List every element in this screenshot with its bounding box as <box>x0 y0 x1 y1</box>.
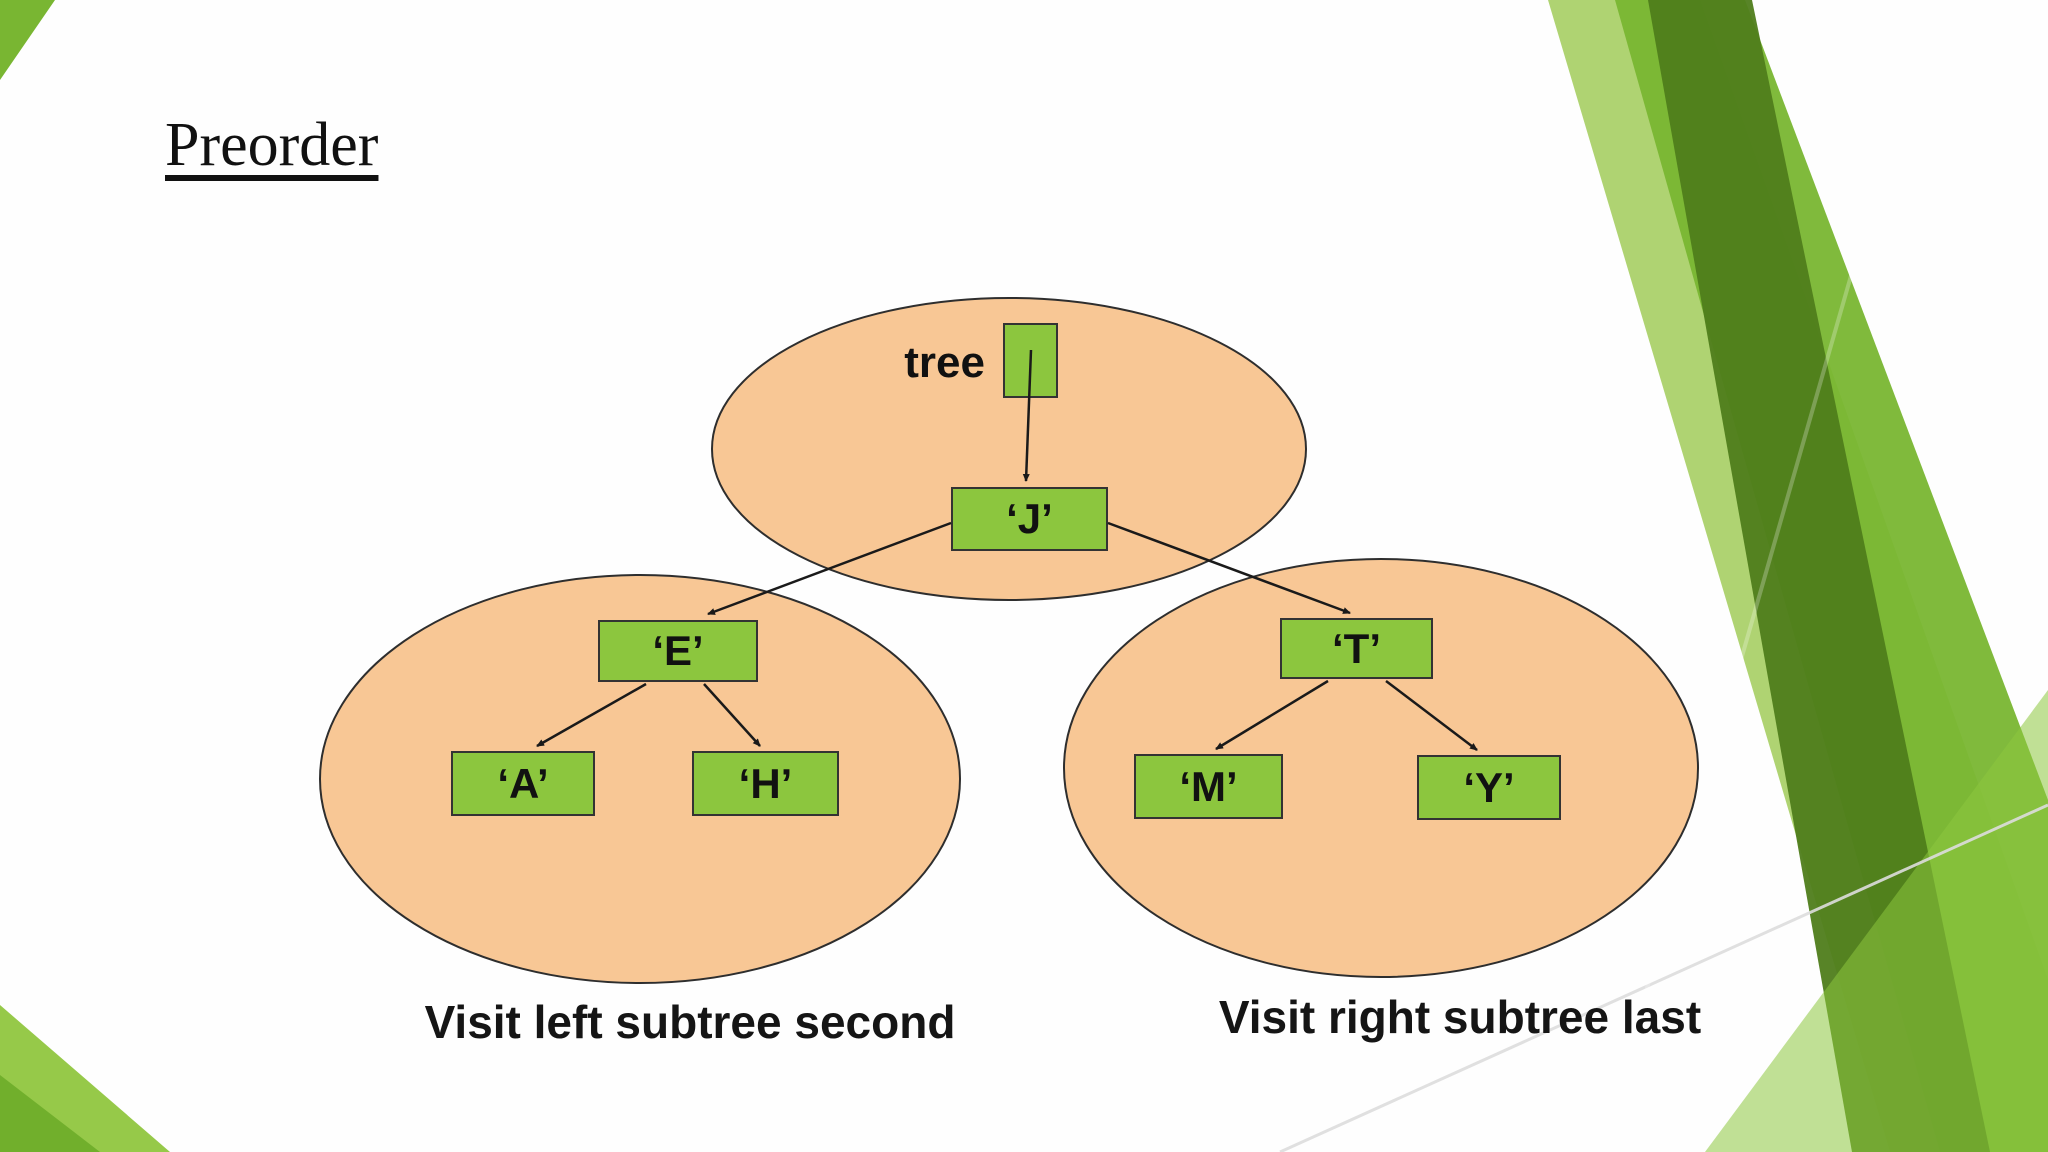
page-title: Preorder <box>165 111 379 179</box>
decor-facet-highlight-line <box>1598 0 1932 1152</box>
caption-left-subtree: Visit left subtree second <box>424 996 956 1048</box>
decor-right-dark-band <box>1648 0 1990 1152</box>
decor-bottom-right-facet <box>1705 690 2048 1152</box>
left-subtree-ellipse <box>319 574 961 984</box>
node-right-t: ‘T’ <box>1280 618 1433 679</box>
decor-top-left-corner <box>0 0 55 80</box>
decor-thin-diagonal-line <box>1279 803 2048 1152</box>
tree-pointer-box <box>1003 323 1058 398</box>
node-left-e: ‘E’ <box>598 620 758 682</box>
node-root-j: ‘J’ <box>951 487 1108 551</box>
node-leaf-a: ‘A’ <box>451 751 595 816</box>
decor-bottom-left-inner-wedge <box>0 1075 100 1152</box>
tree-pointer-label: tree <box>904 338 985 387</box>
node-leaf-h: ‘H’ <box>692 751 839 816</box>
node-leaf-y: ‘Y’ <box>1417 755 1561 820</box>
caption-right-subtree: Visit right subtree last <box>1218 991 1702 1043</box>
right-subtree-ellipse <box>1063 558 1699 978</box>
node-leaf-m: ‘M’ <box>1134 754 1283 819</box>
